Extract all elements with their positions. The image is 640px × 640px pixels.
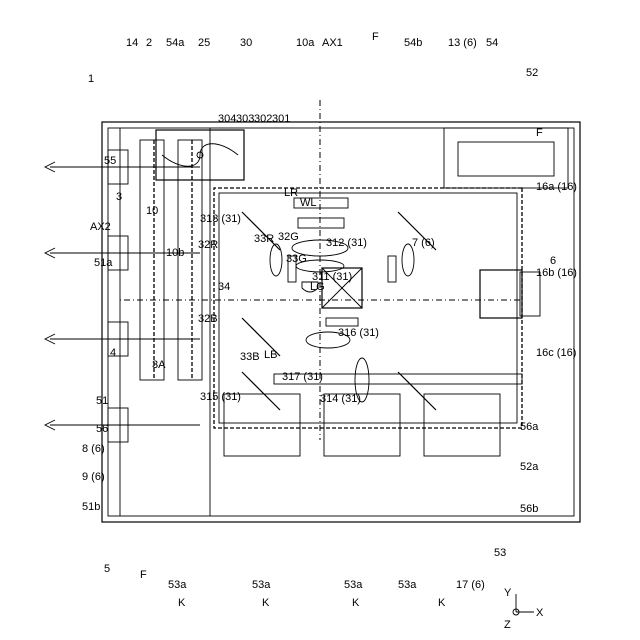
projection-lens-4 (480, 270, 522, 318)
label-52a: 52a (520, 461, 539, 473)
label-f-top: F (372, 31, 379, 43)
label-17: 17 (6) (456, 579, 485, 591)
label-f-bottom: F (140, 569, 147, 581)
fan-13-blade (162, 144, 238, 167)
label-k4: K (438, 597, 446, 609)
label-25: 25 (198, 37, 210, 49)
valve-32r (388, 256, 396, 282)
label-51a: 51a (94, 257, 113, 269)
label-6: 6 (550, 255, 556, 267)
label-10a: 10a (296, 37, 315, 49)
mirror-315 (398, 372, 436, 410)
label-33b: 33B (240, 351, 260, 363)
label-52: 52 (526, 67, 538, 79)
label-2: 2 (146, 37, 152, 49)
label-16b: 16b (16) (536, 267, 577, 279)
label-53a-3: 53a (344, 579, 363, 591)
label-10: 10 (146, 205, 158, 217)
label-k1: K (178, 597, 186, 609)
label-ax2: AX2 (90, 221, 111, 233)
label-53: 53 (494, 547, 506, 559)
label-303: 303 (236, 113, 254, 125)
axis-x-label: X (536, 607, 544, 619)
label-53a-2: 53a (252, 579, 271, 591)
label-311: 311 (31) (312, 271, 352, 283)
label-51b: 51b (82, 501, 100, 513)
label-314: 314 (31) (320, 393, 361, 405)
label-32r: 32R (198, 239, 218, 251)
power-supply-25 (458, 142, 554, 176)
label-lb: LB (264, 349, 277, 361)
label-56b: 56b (520, 503, 538, 515)
label-14: 14 (126, 37, 138, 49)
coordinate-axes: X Y Z (504, 587, 544, 631)
label-k3: K (352, 597, 360, 609)
label-k2: K (262, 597, 270, 609)
label-55: 55 (104, 155, 116, 167)
label-53a-4: 53a (398, 579, 417, 591)
label-7: 7 (6) (412, 237, 435, 249)
label-54a: 54a (166, 37, 185, 49)
optical-unit-inner (219, 193, 517, 423)
heatsink-8 (178, 140, 202, 380)
airflow-arrows-k (45, 162, 200, 430)
label-33g: 33G (286, 253, 307, 265)
label-313: 313 (31) (200, 213, 241, 225)
lamp-box (444, 128, 568, 188)
label-33r: 33R (254, 233, 274, 245)
lens-302 (298, 218, 344, 228)
label-3a: 3A (152, 359, 166, 371)
label-30: 30 (240, 37, 252, 49)
label-lr: LR (284, 187, 298, 199)
label-f-right: F (536, 127, 543, 139)
label-53a-1: 53a (168, 579, 187, 591)
label-3: 3 (116, 191, 122, 203)
label-8: 8 (6) (82, 443, 105, 455)
label-54b: 54b (404, 37, 422, 49)
label-56a: 56a (520, 421, 539, 433)
label-316: 316 (31) (338, 327, 379, 339)
label-312: 312 (31) (326, 237, 367, 249)
label-304: 304 (218, 113, 236, 125)
board-16a (224, 394, 300, 456)
label-315: 315 (31) (200, 391, 241, 403)
label-302: 302 (254, 113, 272, 125)
heatsink-9 (140, 140, 164, 380)
label-34: 34 (218, 281, 230, 293)
label-56: 56 (96, 423, 108, 435)
label-4: 4 (110, 347, 116, 359)
axis-z-label: Z (504, 619, 511, 631)
label-5: 5 (104, 563, 110, 575)
lens-33b (270, 244, 282, 276)
label-10b: 10b (166, 247, 184, 259)
label-1: 1 (88, 73, 94, 85)
label-16a: 16a (16) (536, 181, 577, 193)
label-wl: WL (300, 197, 317, 209)
board-16c (424, 394, 500, 456)
label-16c: 16c (16) (536, 347, 576, 359)
heatsink-fins (154, 140, 192, 380)
label-ax1: AX1 (322, 37, 343, 49)
label-9: 9 (6) (82, 471, 105, 483)
valve-32g (326, 318, 358, 326)
axis-y-label: Y (504, 587, 512, 599)
label-51: 51 (96, 395, 108, 407)
label-301: 301 (272, 113, 290, 125)
label-13: 13 (6) (448, 37, 477, 49)
outer-housing (102, 122, 580, 522)
label-317: 317 (31) (282, 371, 323, 383)
label-54: 54 (486, 37, 498, 49)
label-32b: 32B (198, 313, 218, 325)
label-32g: 32G (278, 231, 299, 243)
